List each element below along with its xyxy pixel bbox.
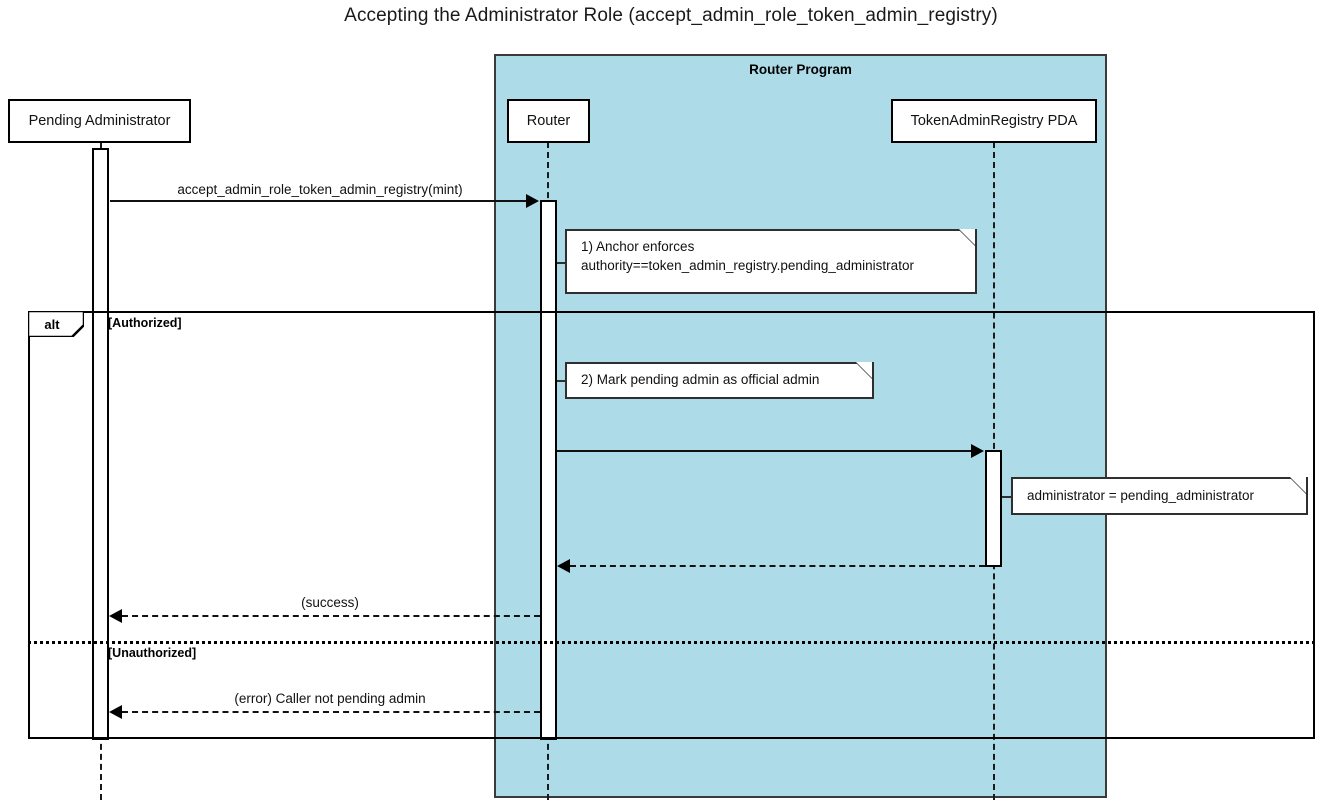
note-fold-icon-3 [1289,477,1308,496]
message-line-pda-return [570,565,985,567]
alt-operator-tab: alt [28,311,84,337]
message-label-success: (success) [301,595,359,610]
note-mark-pending-admin: 2) Mark pending admin as official admin [565,362,874,399]
message-arrowhead-accept-admin-role [526,194,539,208]
alt-guard-authorized: [Authorized] [108,316,182,330]
group-box-router-program: Router Program [494,54,1107,798]
message-arrowhead-error [109,705,122,719]
message-line-router-to-pda [557,450,973,452]
message-arrowhead-router-to-pda [971,444,984,458]
alt-tab-shape-icon [28,311,84,337]
note-administrator-assignment: administrator = pending_administrator [1011,477,1308,515]
alt-operator-label: alt [44,316,60,332]
activation-bar-router [540,200,557,740]
participant-label: Router [526,113,571,129]
participant-label: TokenAdminRegistry PDA [910,113,1078,129]
message-line-accept-admin-role [110,200,528,202]
note-anchor-enforces: 1) Anchor enforces authority==token_admi… [565,229,977,294]
alt-fragment-frame [28,311,1315,739]
message-arrowhead-success [109,609,122,623]
activation-bar-token-admin-registry-pda [985,450,1002,567]
note-connector-3 [1002,496,1012,498]
note-connector-1 [557,262,567,264]
note-connector-2 [557,380,567,382]
message-arrowhead-pda-return [557,559,570,573]
message-line-error [122,711,540,713]
participant-router[interactable]: Router [507,99,590,143]
alt-fragment-divider [28,641,1315,644]
participant-label: Pending Administrator [28,113,171,129]
page-title: Accepting the Administrator Role (accept… [344,5,998,26]
alt-guard-unauthorized: [Unauthorized] [108,646,197,660]
participant-token-admin-registry-pda[interactable]: TokenAdminRegistry PDA [891,99,1097,143]
participant-pending-administrator[interactable]: Pending Administrator [8,99,191,143]
message-label-error: (error) Caller not pending admin [234,691,426,706]
activation-bar-pending-administrator [92,148,109,740]
group-title: Router Program [749,62,852,77]
note-fold-icon-1 [958,229,977,248]
message-label-accept-admin-role: accept_admin_role_token_admin_registry(m… [177,182,463,197]
note-fold-icon-2 [855,362,874,381]
message-line-success [122,615,540,617]
